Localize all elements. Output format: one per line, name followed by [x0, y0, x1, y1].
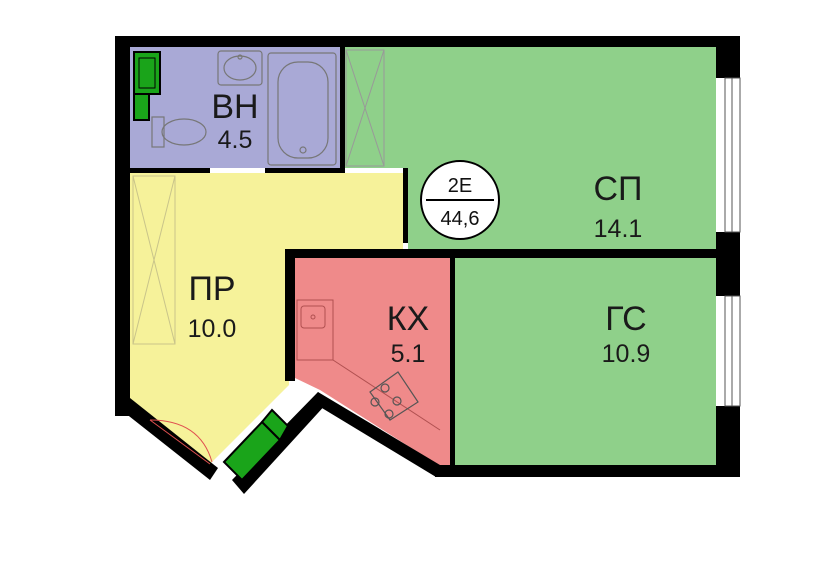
bathroom-area-value: 4.5	[218, 126, 253, 154]
kitchen-counter-icon	[296, 299, 441, 431]
kitchen-name: КХ	[387, 300, 429, 338]
walls	[115, 36, 740, 494]
windows	[724, 77, 741, 407]
apartment-total-area: 44,6	[441, 208, 480, 230]
bedroom-wardrobe-icon	[345, 49, 385, 167]
hall-cabinet-icon	[222, 408, 290, 482]
kitchen-area-value: 5.1	[391, 340, 426, 368]
living-room-area	[455, 258, 716, 465]
stove-icon	[369, 371, 419, 421]
apartment-type: 2E	[448, 175, 472, 197]
hall-area-value: 10.0	[188, 315, 237, 343]
bathroom-name: ВН	[211, 88, 258, 126]
sink-icon	[217, 50, 263, 86]
bathtub-icon	[267, 52, 337, 166]
bathroom-area	[130, 47, 340, 168]
kitchen-area	[295, 258, 450, 465]
living-room-name: ГС	[605, 300, 646, 338]
entry-door-icon	[149, 419, 213, 465]
hall-wardrobe-icon	[132, 175, 176, 345]
toilet-icon	[151, 116, 207, 148]
bedroom-name: СП	[594, 170, 643, 208]
apartment-badge: 2E 44,6	[420, 160, 500, 240]
bedroom-area-value: 14.1	[594, 215, 643, 243]
hall-name: ПР	[188, 270, 235, 308]
living-room-area-value: 10.9	[602, 340, 651, 368]
hall-area	[130, 173, 403, 464]
washing-machine-icon	[133, 51, 161, 121]
